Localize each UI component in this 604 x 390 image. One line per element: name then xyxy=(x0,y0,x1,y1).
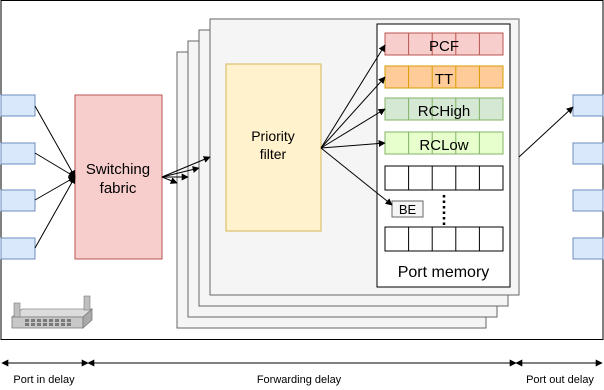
network-switch-icon xyxy=(10,295,94,329)
arrow xyxy=(161,176,178,184)
output-port xyxy=(572,142,604,165)
arrow-to-output-port xyxy=(518,106,574,158)
filter-to-queue-arrows xyxy=(320,44,393,206)
input-ports xyxy=(0,94,36,260)
queue-label: PCF xyxy=(429,38,459,55)
be-label-box xyxy=(391,200,424,218)
be-queue-bottom xyxy=(384,226,504,252)
queue-tt: TT xyxy=(384,65,504,89)
input-arrows xyxy=(34,105,76,249)
queue-bar xyxy=(384,32,504,56)
arrow xyxy=(161,166,200,178)
arrow xyxy=(34,176,76,249)
input-port xyxy=(0,94,36,117)
queue-label: RCHigh xyxy=(418,103,471,120)
input-port xyxy=(0,142,36,165)
input-port xyxy=(0,189,36,212)
switching-fabric xyxy=(74,94,163,260)
queue-rchigh: RCHigh xyxy=(384,97,504,121)
queue-bar xyxy=(384,165,504,191)
output-port xyxy=(572,94,604,117)
priority-filter-label-line1: Priority xyxy=(251,128,295,144)
port-in-delay-label: Port in delay xyxy=(13,374,75,386)
priority-filter xyxy=(225,63,322,232)
arrow xyxy=(320,140,386,149)
input-port xyxy=(0,237,36,260)
priority-filter-label-line2: filter xyxy=(260,146,287,162)
fabric-to-cards-arrows xyxy=(161,156,211,184)
arrow xyxy=(320,44,386,149)
switching-fabric-label-line2: fabric xyxy=(100,180,137,197)
arrow xyxy=(320,76,386,149)
arrow xyxy=(320,108,386,149)
arrow xyxy=(34,176,76,201)
queue-bar xyxy=(384,226,504,252)
arrow xyxy=(161,156,211,178)
queue-rclow: RCLow xyxy=(384,131,504,155)
forwarding-delay-label: Forwarding delay xyxy=(257,374,342,386)
arrow xyxy=(34,105,76,178)
output-ports xyxy=(572,94,604,260)
be-label: BE xyxy=(399,202,417,217)
be-queue-top xyxy=(384,165,504,191)
arrow xyxy=(320,147,393,206)
queue-pcf: PCF xyxy=(384,32,504,56)
queue-label: RCLow xyxy=(419,137,468,154)
output-port xyxy=(572,237,604,260)
port-memory-label: Port memory xyxy=(398,264,490,281)
switching-fabric-label-line1: Switching xyxy=(86,161,150,178)
output-port xyxy=(572,189,604,212)
port-out-delay-label: Port out delay xyxy=(526,374,594,386)
queue-label: TT xyxy=(435,71,453,88)
arrow xyxy=(34,152,76,178)
